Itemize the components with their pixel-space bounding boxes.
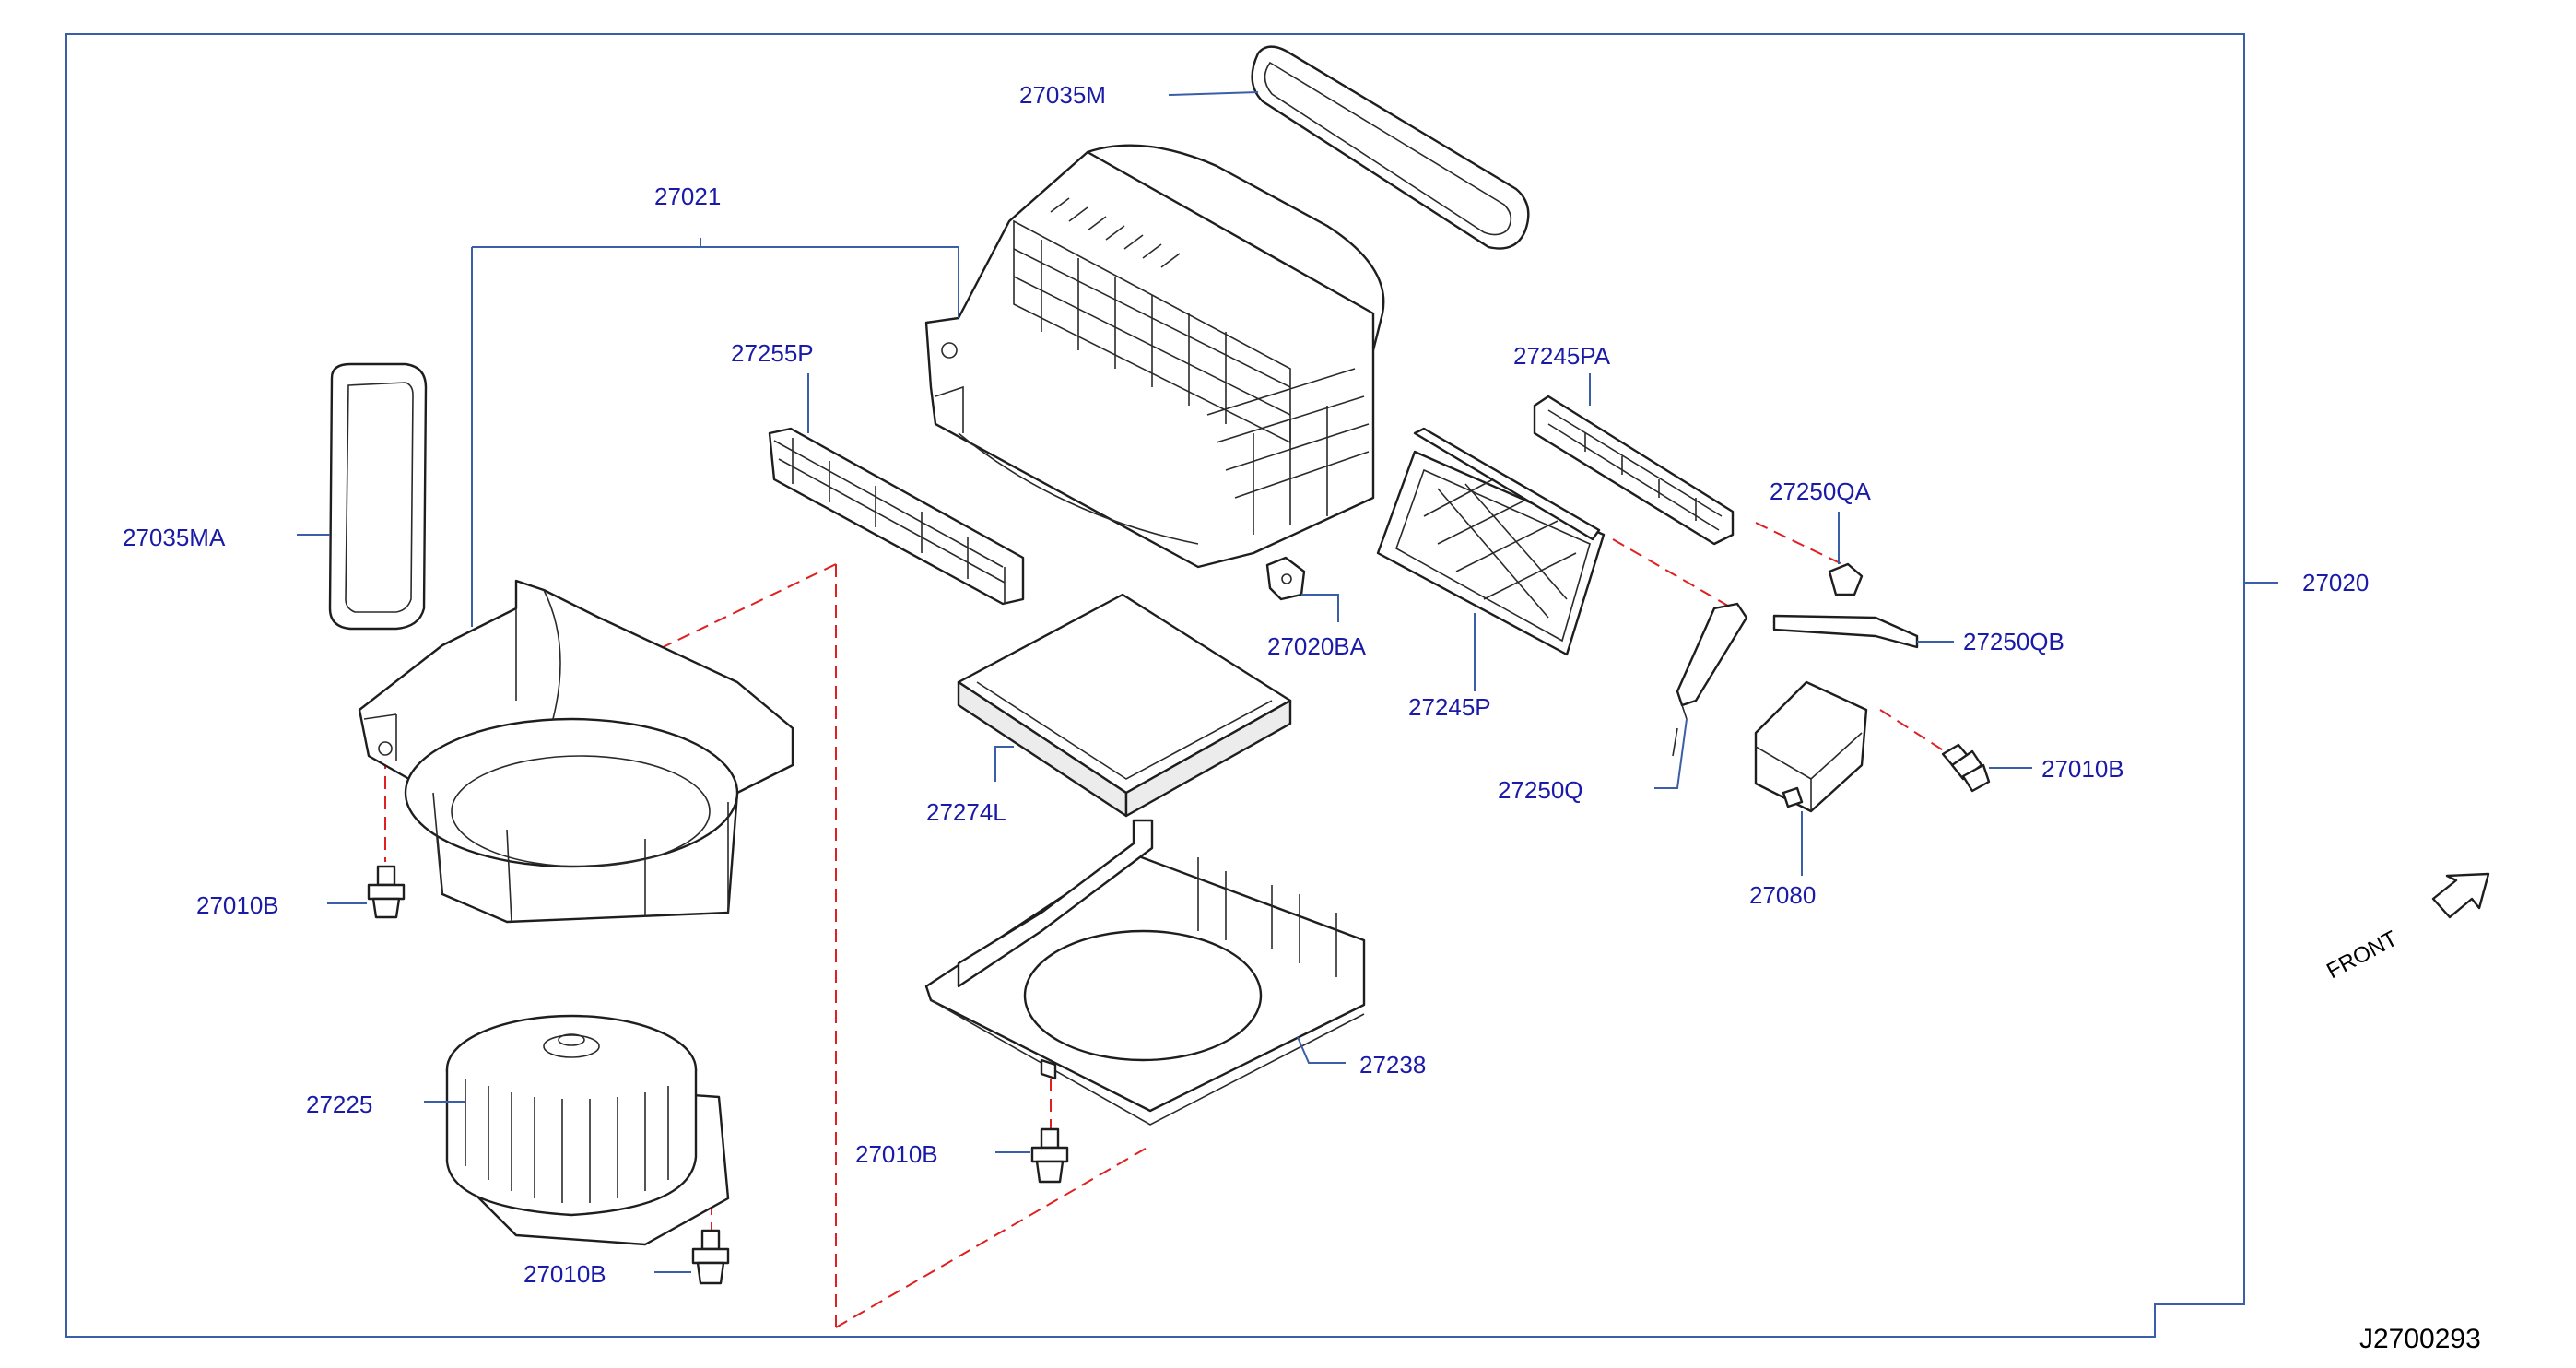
label-27238: 27238 bbox=[1359, 1051, 1426, 1079]
intake-housing-27021 bbox=[924, 144, 1385, 569]
front-arrow-icon bbox=[2431, 872, 2490, 919]
label-27010B-right: 27010B bbox=[2041, 755, 2124, 783]
label-27080: 27080 bbox=[1749, 881, 1816, 909]
label-27245PA: 27245PA bbox=[1513, 342, 1611, 370]
lever-27250QA bbox=[1828, 562, 1864, 596]
label-27250Q: 27250Q bbox=[1498, 776, 1583, 804]
intake-door-27245P bbox=[1376, 427, 1606, 656]
label-27035MA: 27035MA bbox=[123, 524, 226, 551]
label-27245P: 27245P bbox=[1408, 693, 1491, 721]
screw-27010B-center bbox=[1030, 1127, 1069, 1184]
seal-27035MA bbox=[328, 362, 428, 631]
blower-housing bbox=[358, 579, 794, 924]
intake-door-27245PA bbox=[1533, 395, 1735, 546]
label-27274L: 27274L bbox=[926, 798, 1006, 826]
label-27010B-bottom: 27010B bbox=[523, 1260, 606, 1288]
filter-guide-27255P bbox=[768, 427, 1025, 606]
label-27250QA: 27250QA bbox=[1770, 478, 1872, 505]
label-27010B-center: 27010B bbox=[855, 1140, 938, 1168]
drawing-code: J2700293 bbox=[2359, 1324, 2481, 1354]
filter-element-27274L bbox=[957, 593, 1292, 818]
label-27020: 27020 bbox=[2302, 569, 2369, 596]
screw-27010B-left bbox=[367, 865, 406, 919]
front-indicator: FRONT bbox=[2323, 872, 2490, 984]
lever-27250Q bbox=[1672, 602, 1748, 757]
label-27010B-left: 27010B bbox=[196, 891, 279, 919]
rod-27250QB bbox=[1772, 614, 1919, 649]
label-27255P: 27255P bbox=[731, 339, 814, 367]
label-27250QB: 27250QB bbox=[1963, 628, 2064, 655]
blower-motor-27225 bbox=[445, 1014, 730, 1246]
lower-case-27238 bbox=[924, 819, 1366, 1126]
label-27035M: 27035M bbox=[1019, 81, 1106, 109]
diagram-frame bbox=[65, 33, 2245, 1338]
leader-lines bbox=[297, 91, 2278, 1273]
screw-27010B-bottom bbox=[691, 1229, 730, 1285]
screw-27010B-right bbox=[1941, 743, 1991, 793]
label-27021: 27021 bbox=[654, 183, 721, 210]
actuator-27080 bbox=[1754, 680, 1868, 813]
label-27020BA: 27020BA bbox=[1267, 632, 1367, 660]
label-27225: 27225 bbox=[306, 1091, 372, 1118]
clip-27020BA bbox=[1265, 556, 1306, 601]
front-label: FRONT bbox=[2323, 926, 2402, 984]
